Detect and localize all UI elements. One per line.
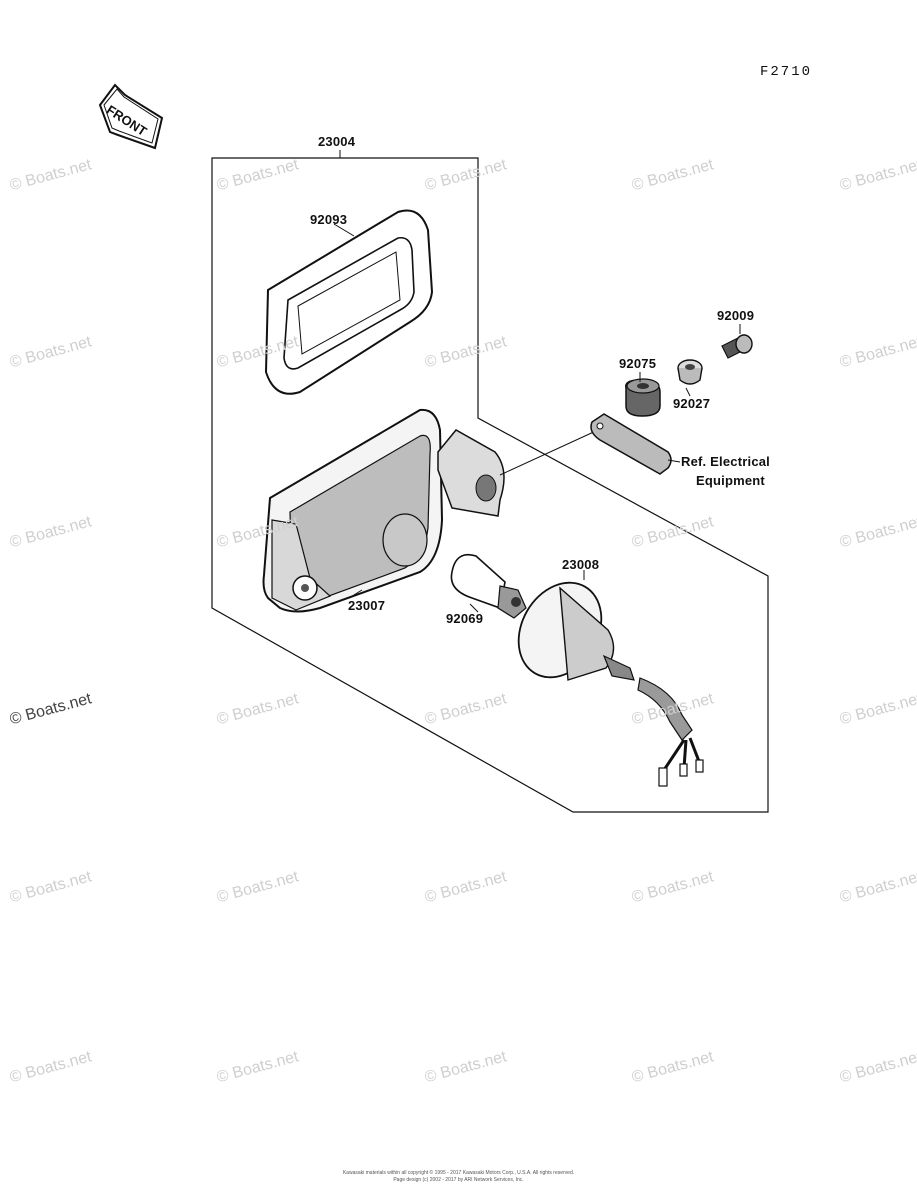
footer-copyright: Kawasaki materials within all copyright … [342, 1170, 575, 1176]
figure-code: F2710 [760, 64, 813, 80]
front-arrow-icon [98, 83, 164, 150]
label-ref-line2: Equipment [696, 473, 765, 488]
label-rim: 92093 [310, 212, 348, 227]
label-housing: 23007 [348, 598, 386, 613]
rim-part [264, 209, 434, 395]
headlight-unit-part [517, 570, 704, 787]
housing-part [262, 408, 505, 613]
collar-part [677, 359, 703, 397]
label-bolt: 92009 [717, 308, 755, 323]
label-bulb: 92069 [446, 611, 484, 626]
label-assembly: 23004 [318, 134, 356, 149]
bolt-part [721, 324, 753, 359]
assembly-outline [211, 157, 769, 813]
label-unit: 23008 [562, 557, 600, 572]
label-grommet: 92075 [619, 356, 657, 371]
bracket-part [590, 413, 681, 475]
label-collar: 92027 [673, 396, 711, 411]
grommet-part [625, 378, 661, 417]
bulb-part [450, 553, 527, 619]
label-ref-line1: Ref. Electrical [681, 454, 770, 469]
footer-design: Page design (c) 2002 - 2017 by ARI Netwo… [393, 1177, 524, 1183]
